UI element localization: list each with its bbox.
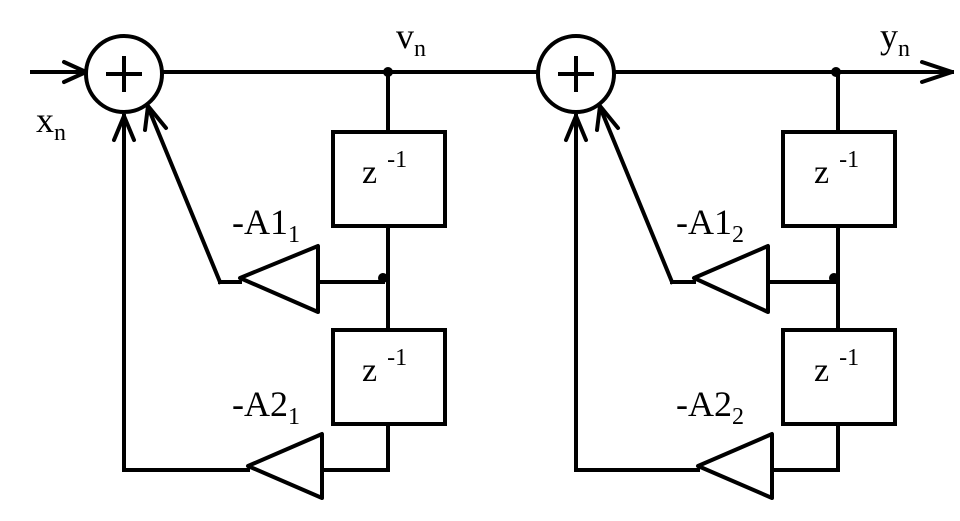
delay-label-2a: z-1 (814, 147, 859, 191)
delay-label-1a: z-1 (362, 147, 407, 191)
coef-label-a2-1: -A21 (232, 384, 300, 430)
output-arrowhead (920, 60, 954, 84)
coef-label-a1-1: -A11 (232, 202, 300, 248)
coef-label-a2-2: -A22 (676, 384, 744, 430)
stage-2 (536, 34, 954, 500)
stage-1 (30, 34, 538, 500)
wire-a1-2-feedback (599, 109, 675, 285)
arrowhead-a2-1 (112, 114, 136, 142)
delay-label-2b: z-1 (814, 345, 859, 389)
coef-label-a1-2: -A12 (676, 202, 744, 248)
arrowhead-a1-1 (143, 104, 168, 132)
arrowhead-a1-2 (595, 104, 620, 132)
amplifier-a1-2 (692, 244, 770, 314)
summing-junction-1 (84, 34, 164, 114)
delay-label-1b: z-1 (362, 345, 407, 389)
delay-block-1a (331, 130, 447, 228)
label-intermediate-v: vn (396, 16, 426, 62)
wire-a1-1-feedback (147, 109, 223, 285)
delay-block-2a (781, 130, 897, 228)
label-output-y: yn (880, 16, 910, 62)
arrowhead-a2-2 (564, 114, 588, 142)
amplifier-a1-1 (238, 244, 320, 314)
summing-junction-2 (536, 34, 616, 114)
amplifier-a2-2 (696, 432, 774, 500)
delay-block-2b (781, 328, 897, 426)
amplifier-a2-1 (246, 432, 324, 500)
label-input-x: xn (36, 100, 66, 146)
